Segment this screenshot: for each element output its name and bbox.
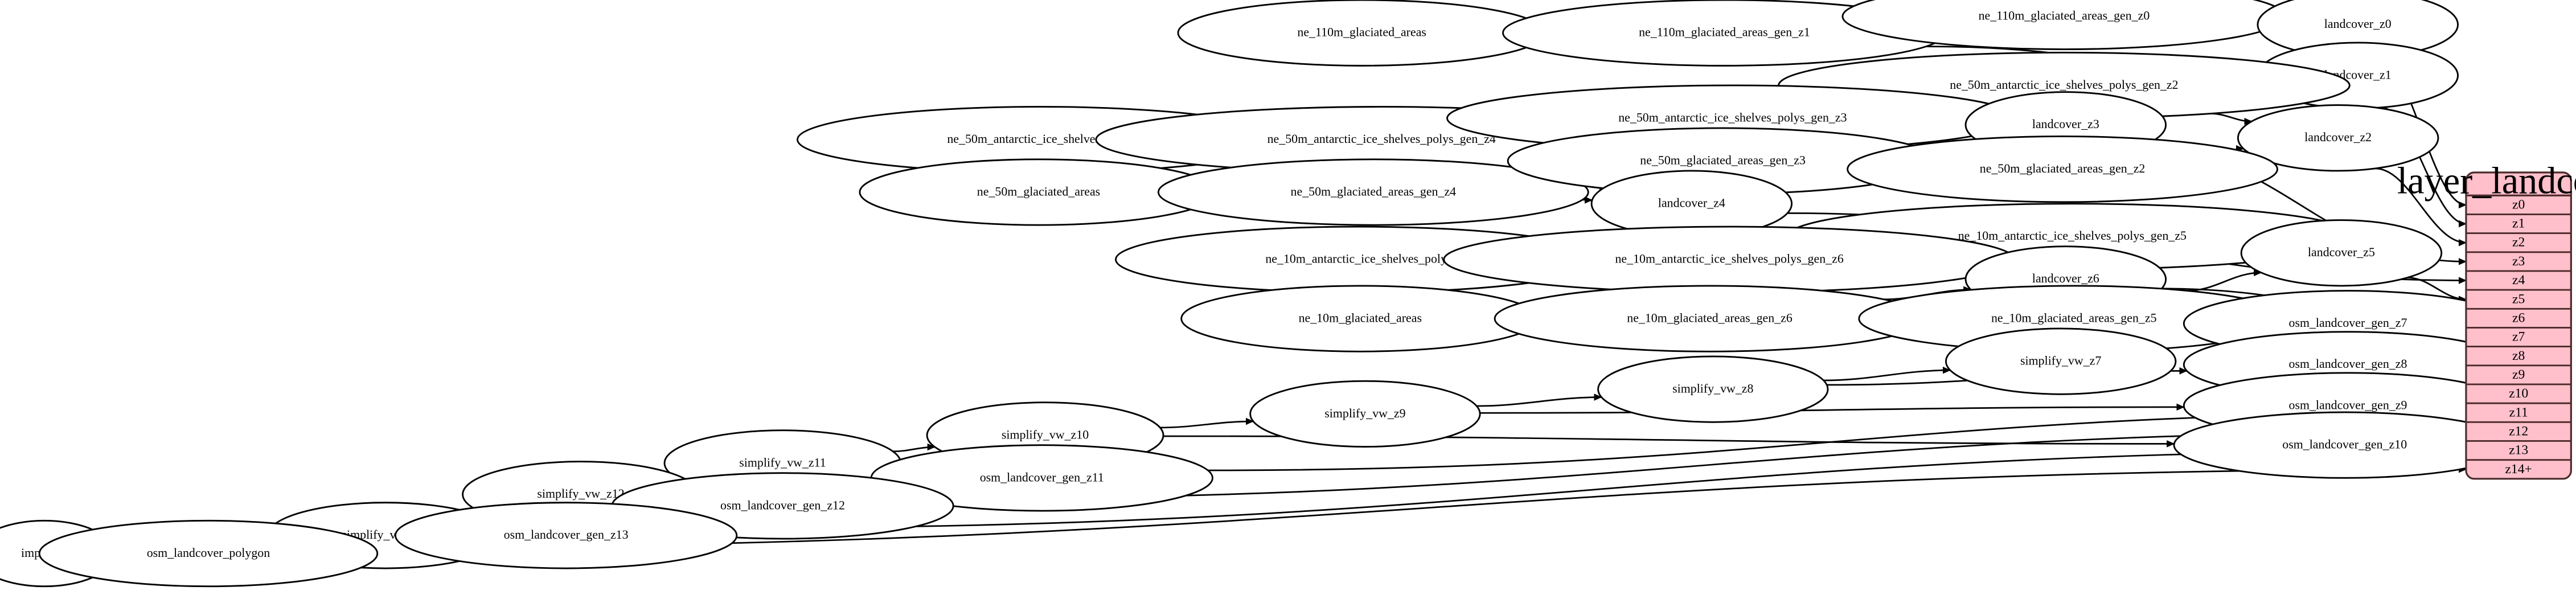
node-label: landcover_z0 [2324, 17, 2392, 31]
node-ne_10m_antarctic_ice_shelves_polys_gen_z6[interactable]: ne_10m_antarctic_ice_shelves_polys_gen_z… [1443, 225, 2016, 293]
node-label: ne_110m_glaciated_areas_gen_z1 [1639, 25, 1810, 39]
node-landcover_z0[interactable]: landcover_z0 [2257, 0, 2459, 59]
edge-simplify_vw_z11--to--simplify_vw_z10 [893, 443, 936, 453]
node-label: simplify_vw_z8 [1672, 381, 1753, 395]
edge-landcover_z2--to--table_z2 [2375, 167, 2467, 247]
node-landcover_z5[interactable]: landcover_z5 [2240, 219, 2443, 287]
table-row-z4[interactable]: z4 [2512, 273, 2525, 288]
node-label: simplify_vw_z9 [1324, 406, 1405, 420]
table-row-z9[interactable]: z9 [2512, 367, 2525, 382]
node-osm_landcover_polygon[interactable]: osm_landcover_polygon [38, 519, 379, 588]
node-label: osm_landcover_gen_z11 [980, 470, 1104, 484]
node-ne_110m_glaciated_areas[interactable]: ne_110m_glaciated_areas [1177, 0, 1547, 67]
node-simplify_vw_z7[interactable]: simplify_vw_z7 [1945, 327, 2177, 395]
node-label: simplify_vw_z10 [1002, 427, 1089, 441]
node-label: ne_50m_glaciated_areas_gen_z3 [1640, 153, 1806, 167]
node-label: osm_landcover_gen_z13 [504, 527, 629, 542]
table-row-z2[interactable]: z2 [2512, 235, 2525, 250]
node-ne_110m_glaciated_areas_gen_z1[interactable]: ne_110m_glaciated_areas_gen_z1 [1502, 0, 1947, 67]
table-row-z6[interactable]: z6 [2512, 310, 2525, 325]
node-label: simplify_vw_z11 [739, 455, 826, 469]
table-row-z3[interactable]: z3 [2512, 254, 2525, 269]
node-simplify_vw_z8[interactable]: simplify_vw_z8 [1597, 355, 1829, 423]
node-label: landcover_z5 [2308, 245, 2375, 259]
node-ne_50m_glaciated_areas_gen_z3[interactable]: ne_50m_glaciated_areas_gen_z3 [1507, 127, 1939, 195]
node-simplify_vw_z9[interactable]: simplify_vw_z9 [1249, 380, 1481, 448]
node-label: ne_10m_glaciated_areas_gen_z5 [1991, 310, 2157, 325]
table-row-z7[interactable]: z7 [2512, 330, 2525, 345]
node-label: simplify_vw_z7 [2020, 353, 2101, 367]
node-osm_landcover_gen_z10[interactable]: osm_landcover_gen_z10 [2173, 411, 2516, 479]
node-layer: ne_110m_glaciated_areas ne_110m_glaciated… [0, 0, 2516, 588]
edge-landcover_z5--to--table_z5 [2407, 277, 2467, 303]
edge-osm_landcover_gen_z13--to--table_z13 [732, 446, 2467, 529]
node-label: ne_50m_glaciated_areas [977, 184, 1100, 198]
edge-simplify_vw_z8--to--simplify_vw_z7 [1823, 366, 1951, 382]
node-ne_110m_glaciated_areas_gen_z0[interactable]: ne_110m_glaciated_areas_gen_z0 [1841, 0, 2287, 50]
table-row-z14plus[interactable]: z14+ [2505, 462, 2532, 477]
edge-ne_50m_antarctic_ice_shelves_polys_gen_z2--to--landcover_z2 [2210, 113, 2253, 125]
node-label: ne_50m_antarctic_ice_shelves_polys_gen_z… [1950, 77, 2178, 92]
node-ne_10m_glaciated_areas_gen_z6[interactable]: ne_10m_glaciated_areas_gen_z6 [1494, 285, 1926, 352]
node-label: osm_landcover_gen_z8 [2288, 356, 2407, 371]
node-label: landcover_z2 [2304, 130, 2372, 144]
node-ne_50m_glaciated_areas_gen_z4[interactable]: ne_50m_glaciated_areas_gen_z4 [1157, 158, 1589, 226]
node-label: ne_110m_glaciated_areas_gen_z0 [1979, 9, 2150, 23]
table-row-z11[interactable]: z11 [2509, 405, 2528, 420]
node-label: ne_10m_antarctic_ice_shelves_polys_gen_z… [1615, 252, 1843, 266]
table-row-z5[interactable]: z5 [2512, 292, 2525, 306]
node-label: osm_landcover_gen_z7 [2288, 315, 2407, 330]
node-label: simplify_vw_z12 [537, 486, 624, 501]
node-label: osm_landcover_gen_z9 [2288, 397, 2407, 412]
table-row-z1[interactable]: z1 [2512, 216, 2525, 231]
node-landcover_z4[interactable]: landcover_z4 [1590, 170, 1793, 237]
table-row-z0[interactable]: z0 [2512, 197, 2525, 212]
table-row-z13[interactable]: z13 [2509, 443, 2528, 458]
table-row-z8[interactable]: z8 [2512, 348, 2525, 363]
node-label: ne_10m_glaciated_areas [1299, 310, 1422, 325]
layer-landcover-table: layer_landcoverz0z1z2z3z4z5z6z7z8z9z10z1… [2397, 161, 2576, 480]
edge-simplify_vw_z9--to--simplify_vw_z8 [1476, 393, 1602, 407]
node-label: landcover_z6 [2032, 271, 2099, 285]
edge-simplify_vw_z9--to--osm_landcover_gen_z9 [1480, 403, 2185, 414]
node-label: landcover_z3 [2032, 117, 2099, 131]
node-osm_landcover_gen_z13[interactable]: osm_landcover_gen_z13 [395, 502, 738, 569]
node-label: ne_50m_glaciated_areas_gen_z4 [1291, 184, 1457, 198]
edge-osm_landcover_polygon--to--table_z14_ [374, 465, 2467, 548]
node-label: osm_landcover_gen_z12 [720, 498, 845, 512]
node-osm_landcover_gen_z11[interactable]: osm_landcover_gen_z11 [870, 444, 1213, 512]
node-label: ne_10m_antarctic_ice_shelves_polys [1265, 252, 1451, 266]
node-label: ne_50m_antarctic_ice_shelves_polys_gen_z… [1268, 132, 1496, 146]
table-row-z10[interactable]: z10 [2509, 386, 2528, 401]
edge-simplify_vw_z10--to--simplify_vw_z9 [1160, 417, 1254, 429]
node-ne_50m_glaciated_areas_gen_z2[interactable]: ne_50m_glaciated_areas_gen_z2 [1847, 135, 2279, 203]
table-row-z12[interactable]: z12 [2509, 424, 2528, 438]
node-label: ne_10m_glaciated_areas_gen_z6 [1627, 310, 1792, 325]
node-label: osm_landcover_polygon [147, 546, 270, 560]
node-label: ne_50m_glaciated_areas_gen_z2 [1980, 161, 2146, 175]
node-label: ne_110m_glaciated_areas [1297, 25, 1426, 39]
node-landcover_z2[interactable]: landcover_z2 [2237, 104, 2439, 172]
node-label: landcover_z4 [1658, 196, 1725, 210]
node-ne_50m_glaciated_areas[interactable]: ne_50m_glaciated_areas [859, 158, 1219, 226]
node-label: ne_10m_antarctic_ice_shelves_polys_gen_z… [1958, 228, 2187, 243]
edge-ne_10m_glaciated_areas_gen_z5--to--landcover_z5 [2187, 269, 2262, 292]
node-label: ne_50m_antarctic_ice_shelves_polys_gen_z… [1618, 110, 1847, 125]
node-ne_10m_glaciated_areas[interactable]: ne_10m_glaciated_areas [1180, 285, 1540, 352]
node-label: osm_landcover_gen_z10 [2282, 437, 2407, 452]
